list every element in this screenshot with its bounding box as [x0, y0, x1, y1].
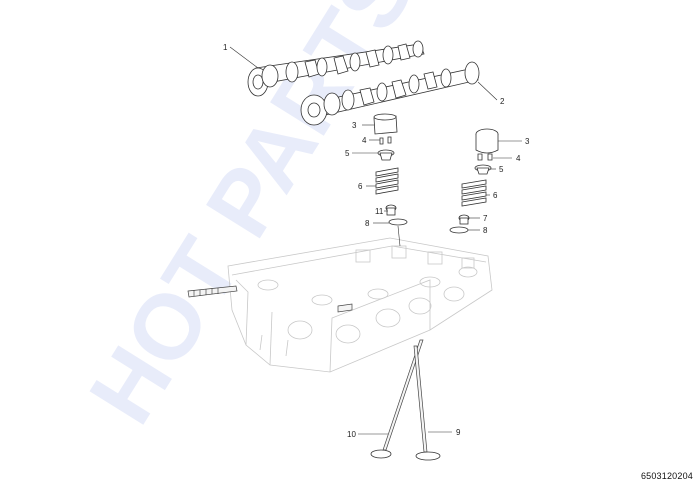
watermark: HOT PARTS [70, 0, 435, 441]
callout-4-right: 4 [516, 154, 521, 163]
valve-intake [382, 339, 424, 451]
valve-stack-left [373, 113, 408, 247]
callout-6-left: 6 [358, 182, 363, 191]
callout-8-right: 8 [483, 226, 488, 235]
callout-8-left: 8 [365, 219, 370, 228]
diagram-code: 6503120204 [640, 471, 693, 481]
callout-2: 2 [500, 97, 505, 106]
callout-9: 9 [456, 428, 461, 437]
cylinder-head [187, 237, 493, 373]
valves [370, 339, 441, 461]
camshaft-intake [247, 40, 425, 97]
camshaft-exhaust [300, 61, 480, 126]
callout-6-right: 6 [493, 191, 498, 200]
callout-5-right: 5 [499, 165, 504, 174]
valve-spring-right [461, 179, 487, 207]
callout-3-left: 3 [352, 121, 357, 130]
callout-4-left: 4 [362, 136, 367, 145]
callout-1: 1 [223, 43, 228, 52]
callout-3-right: 3 [525, 137, 530, 146]
leader-lines [229, 46, 522, 435]
callout-11: 11 [375, 207, 384, 216]
callout-5-left: 5 [345, 149, 350, 158]
valve-exhaust [413, 345, 428, 453]
callouts: 1 2 3 4 5 6 11 8 3 4 5 6 7 8 9 10 [223, 43, 530, 439]
callout-10: 10 [347, 430, 356, 439]
callout-7: 7 [483, 214, 488, 223]
valve-spring-left [375, 167, 399, 195]
valve-stack-right [449, 128, 499, 234]
